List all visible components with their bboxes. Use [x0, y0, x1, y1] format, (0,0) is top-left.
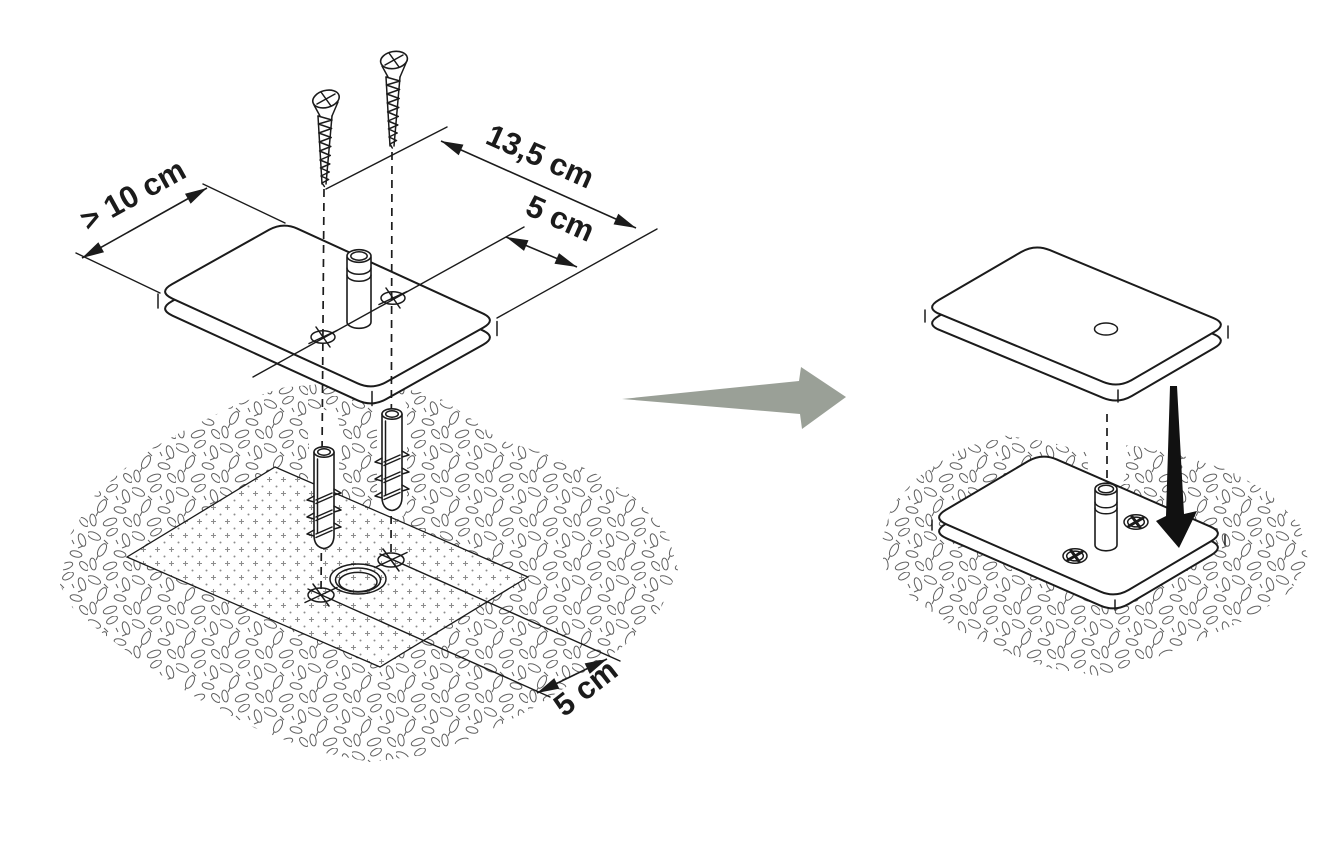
screw-left [311, 89, 341, 188]
right-panel-assembly-view [880, 246, 1308, 676]
transition-arrow-icon [622, 367, 846, 429]
wall-plug-right [374, 407, 410, 512]
insert-arrow-icon [1156, 386, 1197, 548]
base-plate [931, 455, 1226, 611]
hole-axis-line [252, 226, 525, 378]
locating-pin [346, 248, 372, 330]
cover-pin-hole [1093, 322, 1119, 336]
screw-right [379, 50, 409, 149]
locating-pin-right [1094, 482, 1118, 552]
drill-mark-right [374, 548, 408, 572]
dimension-label-edge-clearance: > 10 cm [74, 152, 191, 238]
mounting-plate [157, 224, 498, 407]
extension-line-through-right-hole [379, 553, 621, 662]
dimension-label-pin-offset: 5 cm [521, 188, 600, 249]
extension-line-through-left-hole [307, 588, 551, 698]
left-panel-exploded-view: 5 cm > 10 cm [60, 50, 678, 762]
dimension-pin-offset: 5 cm [505, 188, 600, 268]
fitted-screw-right [1123, 514, 1149, 530]
fitted-screw-left [1062, 548, 1088, 564]
wall-plug-left [306, 445, 342, 550]
drill-template-pad [125, 466, 530, 668]
dimension-label-plate-length: 13,5 cm [481, 117, 599, 195]
plate-hole-right [378, 287, 408, 309]
cover-plate [924, 246, 1229, 403]
ground-hole-ring [329, 563, 387, 595]
